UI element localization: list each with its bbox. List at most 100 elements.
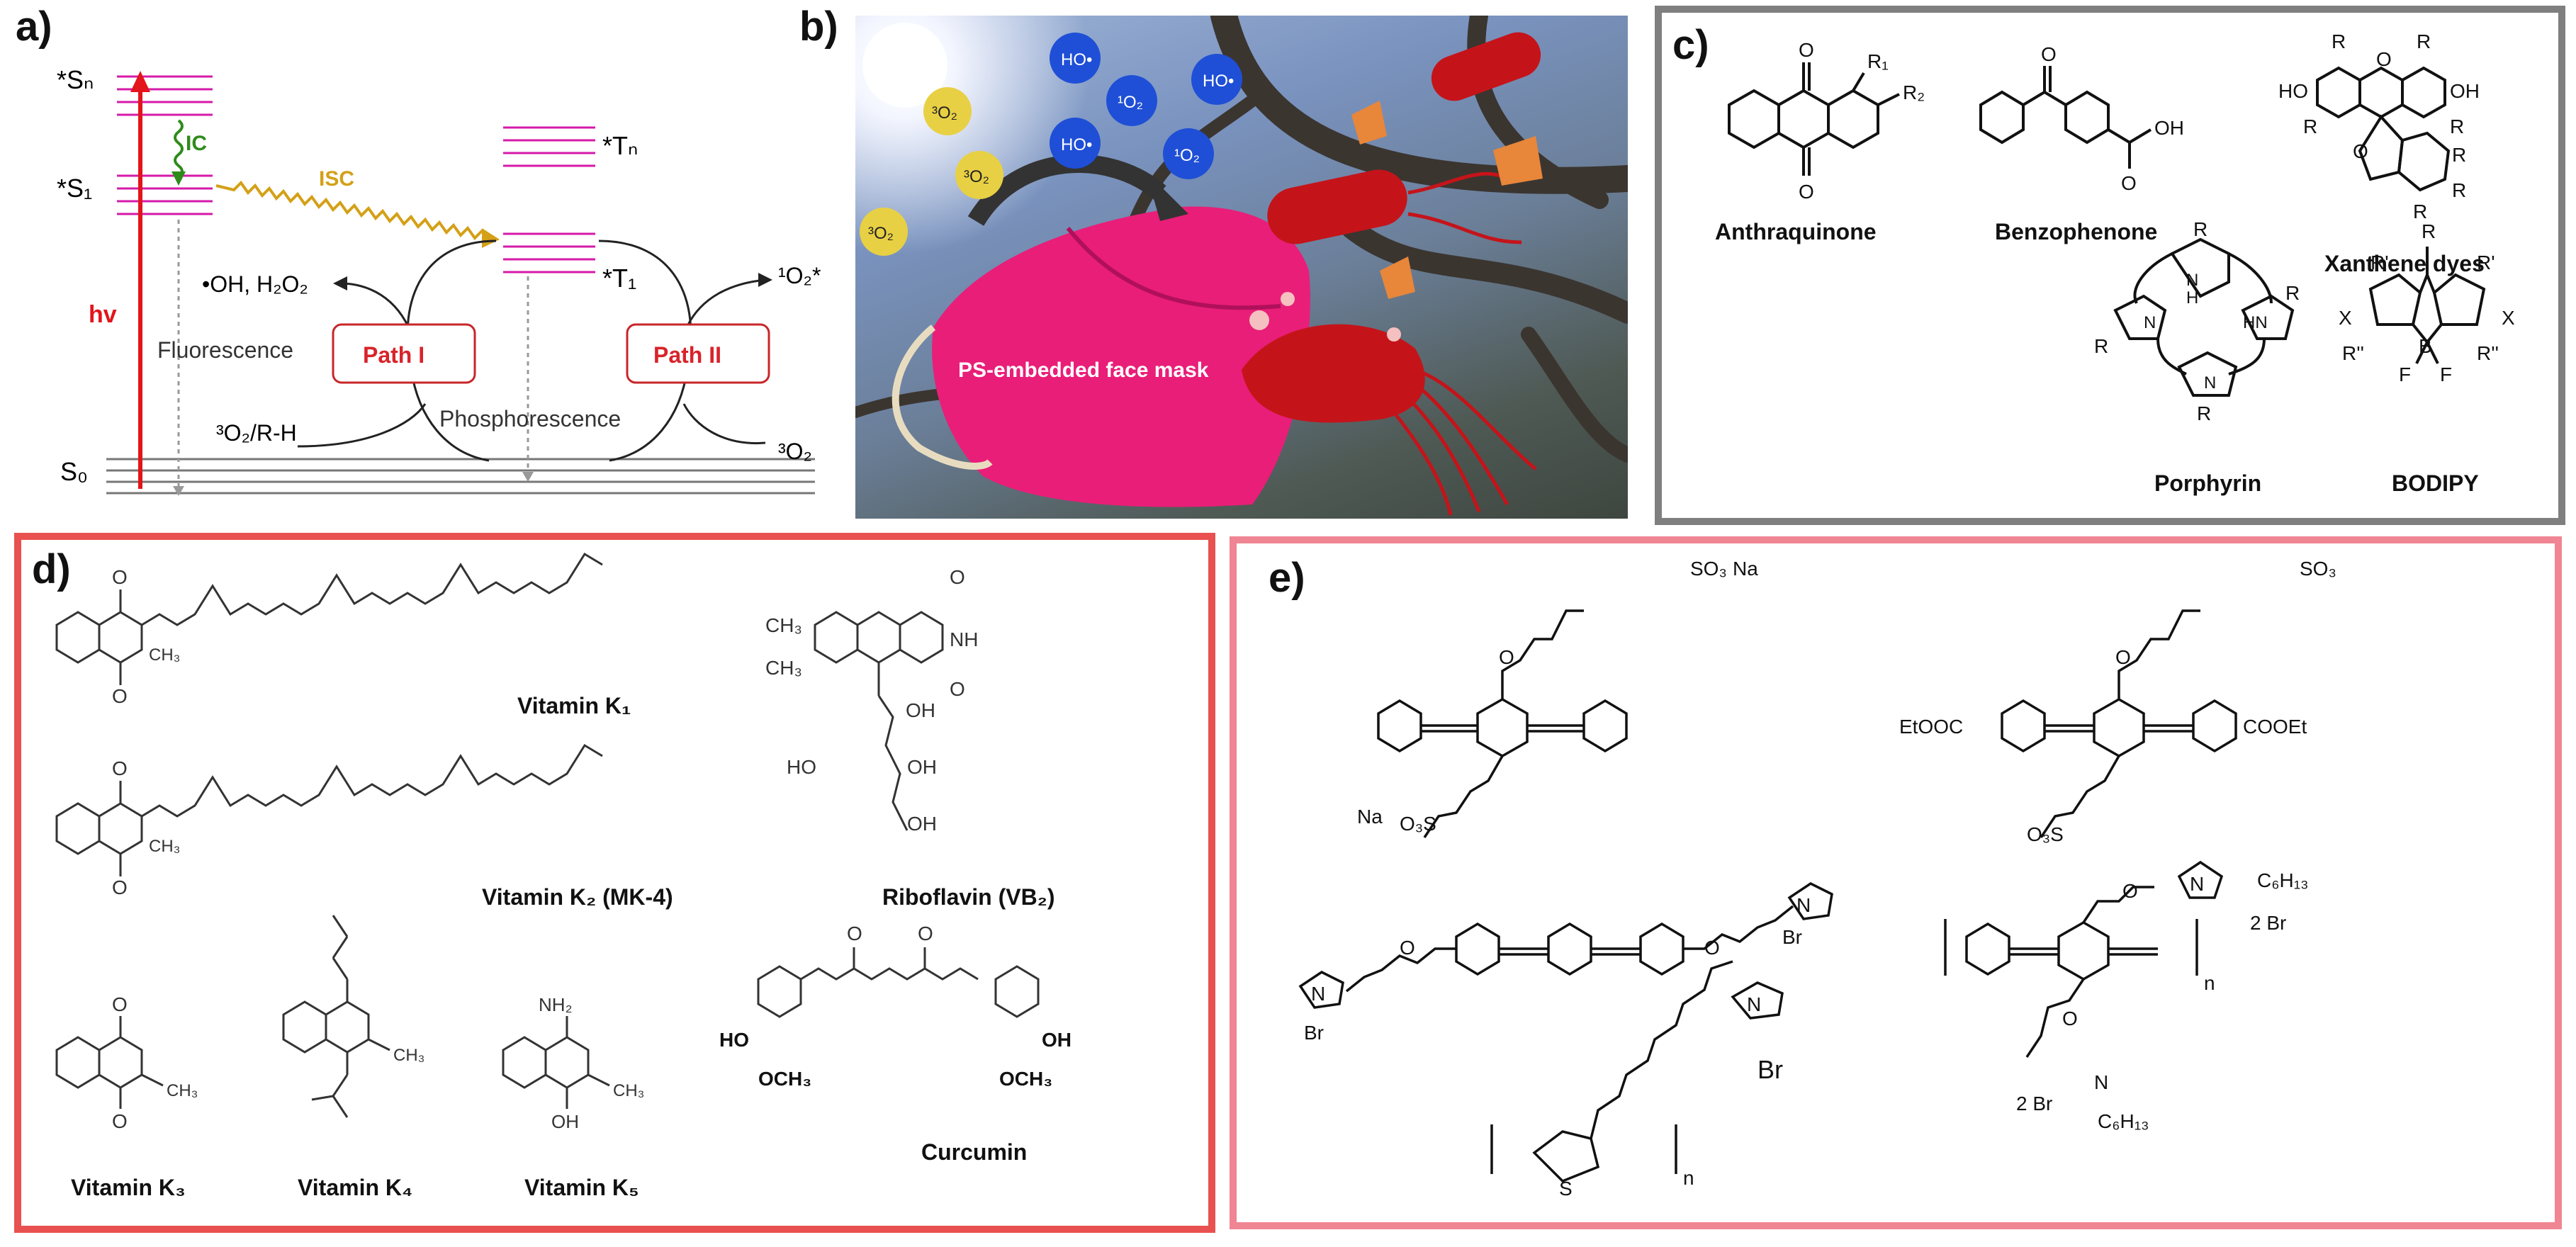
label-r: R [2193, 218, 2207, 240]
label-path1: Path I [363, 342, 424, 368]
label-x: X [2502, 307, 2515, 329]
curcumin-structure [757, 947, 1040, 1018]
photo-illustration: PS-embedded face mask HO• HO• HO• ¹O₂ ¹O… [855, 16, 1628, 516]
label-ch3: CH₃ [149, 837, 180, 856]
radical-sphere [1163, 128, 1214, 179]
label-ic: IC [186, 132, 207, 155]
label-f: F [2399, 363, 2411, 385]
label-o2-rh: ³O₂/R-H [216, 420, 297, 446]
label-o: O [112, 876, 128, 898]
label-o: O [847, 922, 862, 944]
triplet-levels [503, 126, 595, 273]
label-br: Br [1304, 1022, 1324, 1044]
label-o: O [918, 922, 933, 944]
label-sub-n: n [2204, 972, 2215, 994]
label-fluorescence: Fluorescence [157, 337, 293, 363]
label-etooc: EtOOC [1899, 716, 1963, 738]
name-xanthene: Xanthene dyes [2324, 251, 2485, 276]
label-r-dprime: R'' [2477, 342, 2499, 364]
label-n: N [2144, 313, 2156, 332]
polymer-4-structure [1944, 860, 2224, 1058]
label-isc: ISC [319, 167, 354, 191]
label-na: Na [1733, 558, 1758, 580]
label-oh: OH [1042, 1029, 1072, 1051]
label-o: O [2122, 880, 2138, 902]
mask-label: PS-embedded face mask [958, 359, 1209, 382]
label-och3: OCH₃ [758, 1068, 811, 1090]
label-hv: hv [89, 301, 117, 328]
label-ch3: CH₃ [393, 1046, 424, 1065]
name-anthraquinone: Anthraquinone [1715, 219, 1877, 244]
label-r-dprime: R'' [2342, 342, 2364, 364]
label-r-prime: R' [2477, 252, 2495, 273]
label-n: N [1311, 983, 1325, 1005]
label-ch3: CH₃ [167, 1081, 198, 1100]
vitamin-k1-structure [55, 552, 603, 685]
panel-e-frame [1230, 536, 2562, 1229]
label-n: N [2094, 1071, 2108, 1093]
polythiophene-structure [1490, 960, 1784, 1183]
label-o: O [2115, 646, 2131, 668]
xanthene-structure [2316, 66, 2451, 192]
face-mask-photo: PS-embedded face mask HO• HO• HO• ¹O₂ ¹O… [855, 16, 1628, 519]
radical-sphere [1191, 54, 1242, 105]
label-oh: OH [906, 699, 935, 721]
label-n: N [2190, 873, 2204, 895]
label-o: O [112, 1110, 128, 1132]
label-hn: HN [2243, 313, 2268, 332]
panel-c-structures: R₁ R₂ O O O O OH HO OH O R R R R R R R O… [1715, 30, 2515, 496]
oligomer-1-structure [1377, 609, 1628, 838]
ho-label: HO• [1203, 72, 1234, 91]
label-n: N [2186, 271, 2198, 290]
label-o: O [112, 757, 128, 779]
name-vitamin-k5: Vitamin K₅ [524, 1175, 639, 1200]
name-benzophenone: Benzophenone [1995, 219, 2157, 244]
name-porphyrin: Porphyrin [2154, 470, 2261, 496]
name-vitamin-k3: Vitamin K₃ [71, 1175, 186, 1200]
name-vitamin-k4: Vitamin K₄ [298, 1175, 412, 1200]
ic-arrow [174, 119, 184, 179]
label-oh: OH [551, 1111, 579, 1132]
ground-levels [106, 458, 815, 495]
label-nh: NH [950, 628, 978, 650]
label-o: O [1400, 937, 1415, 959]
label-r: R [2422, 220, 2436, 242]
name-vitamin-k2: Vitamin K₂ (MK-4) [482, 884, 673, 910]
label-nh2: NH₂ [539, 994, 573, 1015]
name-bodipy: BODIPY [2392, 470, 2479, 496]
label-s1: *S₁ [57, 174, 92, 203]
radical-sphere [1050, 33, 1101, 84]
label-r: R [2303, 115, 2317, 137]
label-o: O [112, 566, 128, 588]
label-c6h13: C₆H₁₃ [2098, 1110, 2149, 1132]
label-f: F [2440, 363, 2452, 385]
label-r: R [2332, 30, 2346, 52]
label-br: Br [1782, 926, 1802, 948]
label-o: O [1799, 181, 1814, 203]
label-o: O [950, 566, 965, 588]
label-r: R [2285, 282, 2300, 304]
label-ho: HO [719, 1029, 749, 1051]
label-t1: *T₁ [602, 264, 636, 293]
label-sn: *Sₙ [57, 65, 94, 94]
label-tn: *Tₙ [602, 131, 638, 160]
label-r: R [2452, 179, 2466, 201]
oligomer-2-structure [2001, 609, 2237, 838]
panel-e-structures: SO₃ Na Na O₃S O SO₃ O EtOOC COOEt O₃S O … [1298, 558, 2336, 1200]
label-r-prime: R' [2370, 252, 2389, 273]
jablonski-diagram: *Sₙ *S₁ S₀ *Tₙ *T₁ IC ISC hv Fluorescenc… [57, 65, 821, 496]
label-so3: SO₃ [2300, 558, 2336, 580]
vitamin-k2-structure [55, 743, 603, 876]
benzophenone-structure [1979, 66, 2152, 169]
isc-arrow [215, 180, 490, 242]
label-ch3: CH₃ [149, 645, 180, 665]
label-ch3: CH₃ [613, 1081, 644, 1100]
label-o3s: O₃S [1400, 813, 1436, 835]
phages [1351, 101, 1543, 299]
label-o: O [2353, 140, 2368, 162]
label-o: O [2041, 43, 2057, 65]
label-so3: SO₃ [1690, 558, 1727, 580]
label-r: R [2450, 115, 2464, 137]
label-two-br: 2 Br [2016, 1093, 2052, 1115]
label-ho: HO [787, 756, 816, 778]
